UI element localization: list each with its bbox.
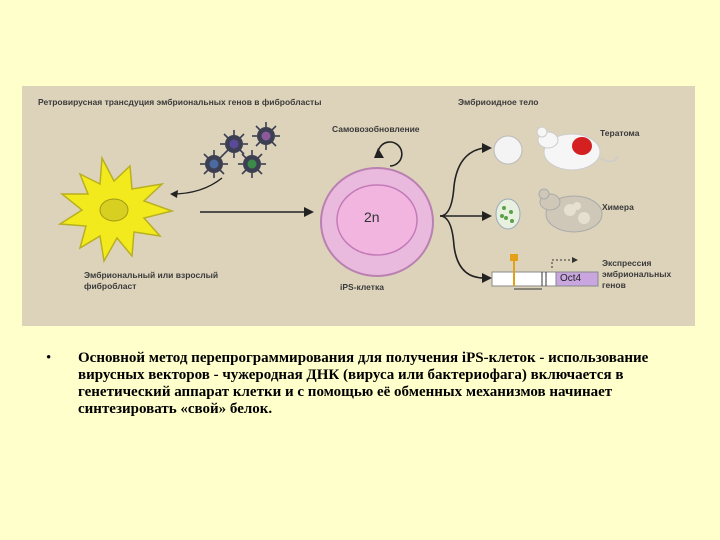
chimera-mouse xyxy=(538,188,603,233)
ips-diagram: Ретровирусная трансдуция эмбриональных г… xyxy=(22,86,695,326)
virus-entry-arrow xyxy=(171,177,223,195)
diagram-graphics xyxy=(57,122,619,290)
chimera-label: Химера xyxy=(602,202,634,212)
ips-cell xyxy=(320,167,434,277)
bullet-text: Основной метод перепрограммирования для … xyxy=(78,350,649,417)
fibroblast-cell xyxy=(57,155,175,264)
virus-3 xyxy=(200,150,228,178)
virus-4 xyxy=(238,150,266,178)
gene-expression-bar xyxy=(491,254,599,290)
fibroblast-label: Эмбриональный или взрослый фибробласт xyxy=(84,270,219,291)
self-renewal-label: Самовозобновление xyxy=(332,124,420,134)
self-renewal-arrow xyxy=(377,141,403,167)
expression-label: Экспрессия эмбриональных генов xyxy=(602,258,672,290)
embryoid-body-label: Эмбриоидное тело xyxy=(458,97,539,107)
branch-arrows xyxy=(439,147,485,279)
retrovirus-particles xyxy=(200,122,280,178)
chromosome-label: 2n xyxy=(364,209,380,225)
oct4-label: Oct4 xyxy=(560,273,582,284)
virus-2 xyxy=(252,122,280,150)
virus-1 xyxy=(220,130,248,158)
retrovirus-label: Ретровирусная трансдуция эмбриональных г… xyxy=(38,97,322,107)
ips-cell-label: iPS-клетка xyxy=(340,282,384,292)
chimera-embryo xyxy=(495,198,521,230)
embryoid-body xyxy=(493,135,523,165)
bullet-symbol: • xyxy=(46,350,52,366)
teratoma-mouse xyxy=(536,126,619,171)
teratoma-label: Тератома xyxy=(600,128,640,138)
